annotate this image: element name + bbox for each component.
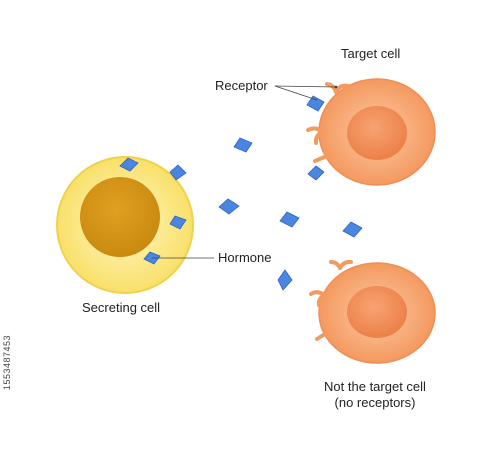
not-target-cell-label: Not the target cell (no receptors) (310, 379, 440, 411)
hormone-label: Hormone (218, 250, 272, 265)
hormone-molecule (277, 269, 293, 291)
receptor-shape (329, 260, 342, 270)
secreting-cell-label: Secreting cell (82, 300, 161, 315)
secreting-cell (56, 156, 194, 294)
hormone-molecule-bound (306, 95, 325, 112)
hormone-molecule (279, 211, 300, 228)
receptor-shape (313, 130, 324, 145)
receptor-shape (325, 82, 338, 94)
target-cell (306, 78, 436, 186)
receptor-leader-dot (334, 85, 338, 89)
hormone-molecule (342, 221, 363, 238)
hormone-molecule (169, 164, 187, 181)
non-target-cell-nucleus (347, 286, 407, 338)
not-target-cell-label-line1: Not the target cell (324, 379, 426, 394)
target-cell-label: Target cell (341, 46, 401, 61)
secreting-cell-nucleus (80, 177, 160, 257)
receptor-leader-line (274, 85, 337, 88)
hormone-molecule (218, 198, 240, 215)
hormone-molecule (233, 137, 253, 153)
hormone-molecule (119, 157, 139, 172)
receptor-shape (313, 154, 329, 163)
hormone-molecule (169, 215, 187, 230)
receptor-shape (316, 293, 326, 307)
hormone-molecules (119, 95, 363, 291)
hormone-molecule (307, 165, 325, 181)
not-target-cell-label-line2: (no receptors) (334, 395, 416, 410)
stock-image-id: 1553487453 (2, 335, 12, 391)
receptor-label: Receptor (215, 78, 268, 93)
receptor-leader-line (274, 85, 318, 101)
leader-lines (152, 85, 338, 259)
target-cell-nucleus (347, 106, 407, 160)
receptor-shape (315, 330, 330, 341)
non-target-cell (309, 259, 436, 364)
